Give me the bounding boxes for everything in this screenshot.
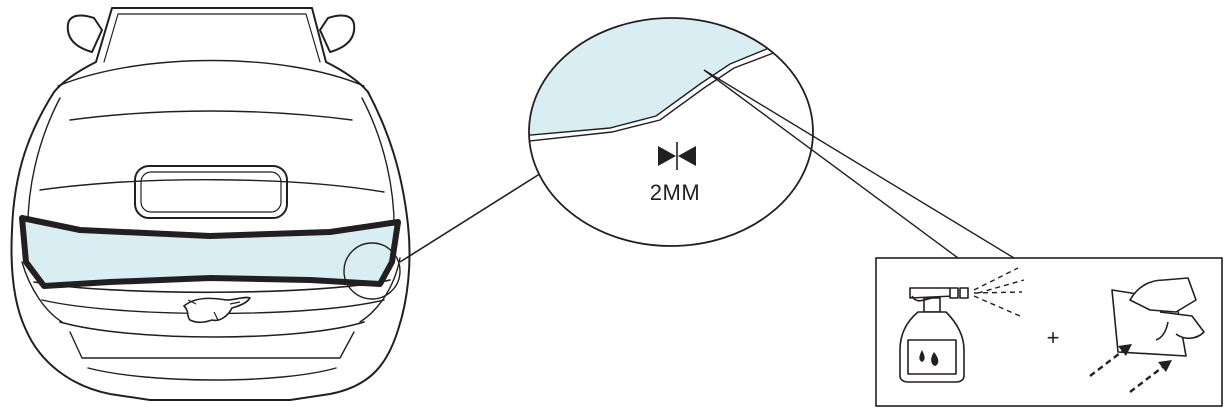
left-mirror xyxy=(66,14,103,53)
wipe-motion-arrows-icon xyxy=(1089,344,1172,393)
hand-wipe-cloth-icon xyxy=(1111,277,1205,357)
instruction-leader-lines xyxy=(703,69,1015,259)
gap-dimension-label: 2MM xyxy=(649,180,701,205)
converging-arrows-icon xyxy=(658,142,696,170)
magnified-view xyxy=(528,17,814,247)
hood-protection-film xyxy=(19,215,401,289)
car-front-view xyxy=(10,7,411,401)
leader-line xyxy=(399,169,547,263)
car-roof xyxy=(95,7,327,63)
pony-emblem-icon xyxy=(182,296,252,324)
car-body-outline xyxy=(10,91,411,401)
plus-sign: + xyxy=(1046,325,1060,350)
detail-focus-circle xyxy=(343,242,401,300)
spray-bottle-icon xyxy=(899,287,969,383)
right-mirror xyxy=(319,14,356,53)
hood-vent xyxy=(134,165,288,219)
spray-mist-icon xyxy=(973,267,1025,317)
